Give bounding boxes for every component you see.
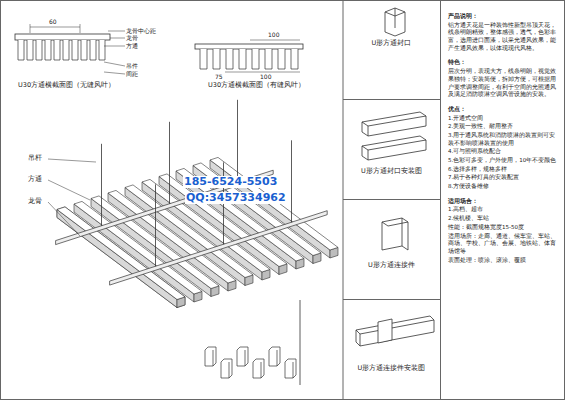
tube-section xyxy=(54,40,60,60)
hanger-rod xyxy=(300,300,301,385)
figure-caption: U形方通封口 xyxy=(372,40,412,48)
tube-section xyxy=(291,49,298,69)
tube-section xyxy=(200,49,207,69)
tube-section xyxy=(36,40,42,60)
dimension-line xyxy=(30,27,80,28)
part-label: 方通 xyxy=(28,176,42,184)
body-text: 8.方便设备维修 xyxy=(448,183,560,191)
tube-section xyxy=(99,40,105,60)
body-text: 6.选择多样，规格多样 xyxy=(448,166,560,174)
end-caps xyxy=(205,300,300,385)
tube-section xyxy=(18,40,24,60)
tube-section xyxy=(45,40,51,60)
part-label: 龙骨 xyxy=(28,198,42,206)
figure-cell: U形方通封口安装图 xyxy=(343,100,440,200)
tube-section xyxy=(278,49,285,69)
description-panel: 产品说明：铝方通天花是一种装饰性新型吊顶天花，线条明朗精致，整体感强，透气，色彩… xyxy=(440,0,565,400)
body-text: 2.候机楼、车站 xyxy=(448,215,560,223)
end-cap xyxy=(253,359,264,378)
part-label: 间距 xyxy=(126,71,138,78)
body-text: 层次分明，表现大方，线条明朗，视觉效果独特；安装简便，拆卸方便，可根据用户要求调… xyxy=(448,68,560,99)
figure-caption: U30方通横截面图（有缝风叶） xyxy=(208,82,305,89)
part-label: 100 xyxy=(268,32,279,39)
dimension-tick xyxy=(80,24,81,33)
figure-cell: U形方通封口 xyxy=(343,0,440,100)
hanger-rod xyxy=(169,122,170,204)
body-text: 铝方通天花是一种装饰性新型吊顶天花，线条明朗精致，整体感强，透气，色彩丰富，选用… xyxy=(448,22,560,53)
figure-caption: U形方通封口安装图 xyxy=(361,168,422,176)
section-heading: 优点： xyxy=(448,106,560,114)
keel-array xyxy=(56,100,328,285)
end-cap xyxy=(285,359,296,378)
keel-section xyxy=(195,44,303,49)
tube-section xyxy=(252,49,259,69)
tube-section xyxy=(226,49,233,69)
part-label: 吊件 xyxy=(126,63,138,70)
part-label: 吊杆 xyxy=(28,155,42,163)
tube-section xyxy=(213,49,220,69)
figure-caption: U形方通连接件 xyxy=(368,262,415,270)
part-label: 方通 xyxy=(126,43,138,50)
leader-lines xyxy=(104,31,125,74)
tube-sections xyxy=(200,49,298,69)
section-heading: 适用场合： xyxy=(448,198,560,206)
end-cap xyxy=(269,347,280,366)
figure-cell: U形方通连接件 xyxy=(343,200,440,300)
end-cap xyxy=(237,347,248,366)
body-text: 2.美观一致性、耐用整齐 xyxy=(448,123,560,131)
figure-caption: U形方通连接件安装图 xyxy=(358,365,426,373)
body-text: 适用场所：走廊、通道、候车室、车站、商场、学校、广场、会展、地铁站、体育场馆等 xyxy=(448,233,560,256)
hanger-rod xyxy=(155,184,156,266)
tube-sections xyxy=(18,40,105,60)
body-text: 1.高档、超市 xyxy=(448,206,560,214)
tube-section xyxy=(63,40,69,60)
watermark: QQ:3457334962 xyxy=(185,192,287,204)
keel xyxy=(110,211,328,285)
section-heading: 特色： xyxy=(448,59,560,67)
leader-lines xyxy=(48,159,96,236)
tube-section xyxy=(72,40,78,60)
body-text: 5.色彩可多变，户外使用，10年不变颜色 xyxy=(448,157,560,165)
tube-section xyxy=(27,40,33,60)
hanger-rod xyxy=(237,100,238,182)
part-label: 75 xyxy=(215,74,223,81)
figure-cell: U形方通连接件安装图 xyxy=(343,300,440,400)
figure-caption: U30方通横截面图（无缝风叶） xyxy=(18,82,115,89)
hanger-rod xyxy=(101,144,102,226)
end-cap xyxy=(221,359,232,378)
slat-array xyxy=(57,157,338,307)
dimension-line xyxy=(225,72,300,73)
body-text: 3.用于通风系统和消防喷淋的装置则可安装不影响喷淋装置的使用 xyxy=(448,132,560,147)
tube-section xyxy=(90,40,96,60)
body-text: 性能：截面规格宽度15-50度 xyxy=(448,224,560,232)
dimension-line xyxy=(250,40,300,41)
tube-section xyxy=(265,49,272,69)
part-icons xyxy=(356,8,434,346)
tube-section xyxy=(81,40,87,60)
part-label: 龙骨 xyxy=(126,35,138,42)
keel-section xyxy=(15,34,110,40)
part-label: 100 xyxy=(260,74,271,81)
part-label: 60 xyxy=(49,19,57,26)
hanger-rod xyxy=(291,140,292,222)
part-label: 龙骨中心距 xyxy=(126,28,156,35)
body-text: 7.易于各种灯具的安装配置 xyxy=(448,174,560,182)
end-cap xyxy=(205,347,216,366)
body-text: 1.开通式空间 xyxy=(448,115,560,123)
body-text: 4.可与照明系统配合 xyxy=(448,148,560,156)
watermark: 185-6524-5503 xyxy=(183,176,278,188)
dimension-tick xyxy=(30,24,31,33)
section-heading: 产品说明： xyxy=(448,13,560,21)
body-text: 表面处理：喷涂、滚涂、覆膜 xyxy=(448,257,560,265)
tube-section xyxy=(239,49,246,69)
